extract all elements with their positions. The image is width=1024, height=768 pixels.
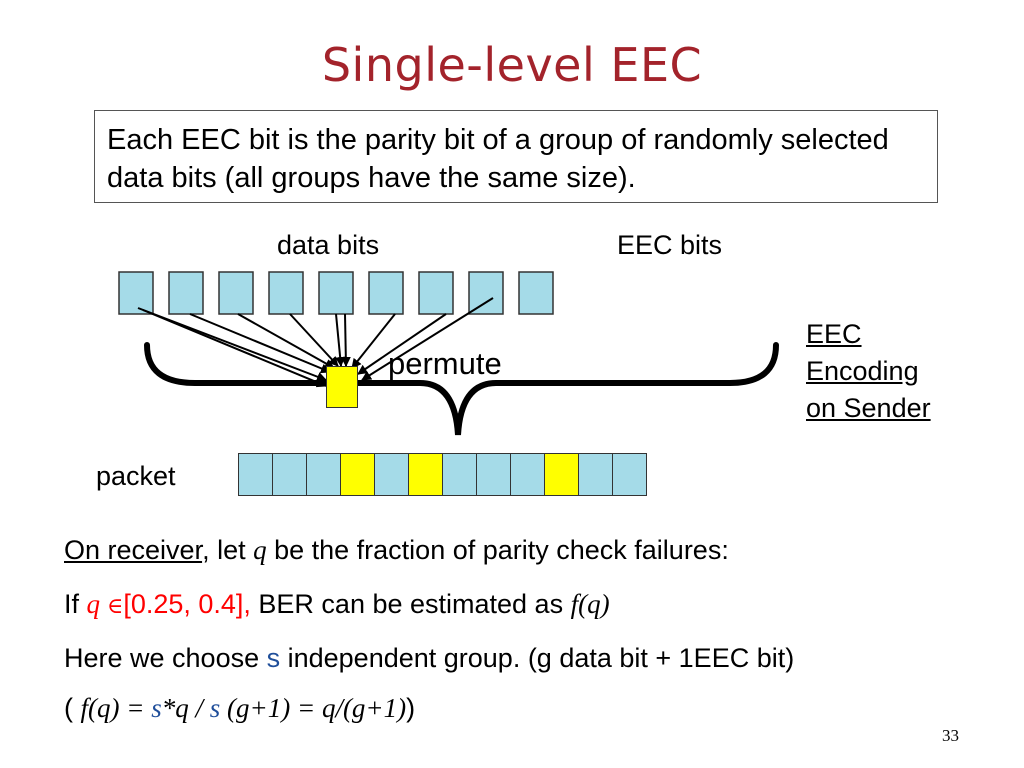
- packet-eec-bit: [408, 453, 443, 496]
- slide-title: Single-level EEC: [321, 38, 703, 92]
- selection-arrow: [357, 313, 447, 375]
- data-bit-cell: [518, 271, 554, 315]
- data-bit-cell: [318, 271, 354, 315]
- receiver-line-3: Here we choose s independent group. (g d…: [64, 643, 795, 673]
- packet-eec-bit: [340, 453, 375, 496]
- on-receiver-text: On receiver: [64, 535, 203, 565]
- q-range: [0.25, 0.4],: [123, 589, 251, 619]
- packet-data-bit: [476, 453, 511, 496]
- encoding-line-2: Encoding: [806, 356, 919, 386]
- data-bit-cell: [268, 271, 304, 315]
- packet-data-bit: [510, 453, 545, 496]
- brace-icon: [144, 342, 779, 436]
- selection-arrow: [289, 313, 339, 367]
- selection-arrow: [361, 297, 494, 381]
- data-bit-cell: [468, 271, 504, 315]
- eec-encoding-on-sender-label: EEC Encoding on Sender: [806, 316, 931, 427]
- packet-data-bit: [612, 453, 647, 496]
- packet-data-bit: [306, 453, 341, 496]
- selection-arrow: [351, 313, 396, 369]
- selection-arrow: [335, 313, 346, 367]
- var-q-red: q: [86, 589, 101, 619]
- encoding-line-3: on Sender: [806, 393, 931, 423]
- selection-arrow: [142, 309, 327, 388]
- selection-arrow: [237, 313, 335, 369]
- permute-label: permute: [388, 346, 502, 381]
- packet-label: packet: [96, 461, 176, 491]
- data-bit-cell: [368, 271, 404, 315]
- packet-data-bit: [578, 453, 613, 496]
- data-bit-cell: [218, 271, 254, 315]
- selection-arrow: [340, 313, 351, 367]
- page-number: 33: [942, 726, 959, 745]
- data-bits-label: data bits: [277, 230, 380, 260]
- packet-data-bit: [238, 453, 273, 496]
- data-bit-cell: [168, 271, 204, 315]
- fq-function: f(q): [570, 589, 610, 619]
- definition-box: Each EEC bit is the parity bit of a grou…: [94, 110, 938, 203]
- receiver-line-1: On receiver, let q be the fraction of pa…: [64, 535, 729, 565]
- receiver-line-2: If q ∈[0.25, 0.4], BER can be estimated …: [64, 589, 610, 619]
- packet-data-bit: [374, 453, 409, 496]
- var-s: s: [266, 643, 281, 673]
- element-of-symbol: ∈: [107, 594, 124, 619]
- selection-arrow: [189, 313, 331, 374]
- var-q: q: [253, 535, 267, 565]
- eec-parity-bit: [326, 366, 358, 408]
- data-bit-cell: [418, 271, 454, 315]
- packet-eec-bit: [544, 453, 579, 496]
- data-bit-cell: [118, 271, 154, 315]
- packet-data-bit: [442, 453, 477, 496]
- packet-data-bit: [272, 453, 307, 496]
- receiver-line-4-formula: ( f(q) = s*q / s (g+1) = q/(g+1)): [64, 693, 416, 723]
- encoding-line-1: EEC: [806, 319, 862, 349]
- eec-bits-label: EEC bits: [617, 230, 723, 260]
